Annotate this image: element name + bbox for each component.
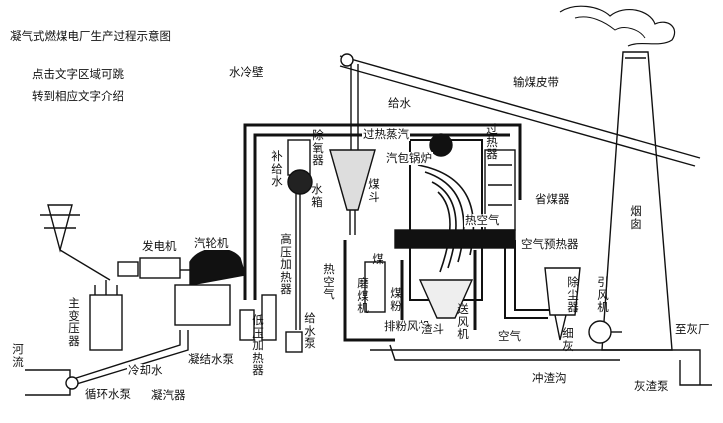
label-chimney[interactable]: 烟囱: [630, 204, 642, 231]
label-fine-ash[interactable]: 细灰: [562, 326, 574, 353]
label-water-wall[interactable]: 水冷壁: [228, 65, 265, 79]
coal-hopper-shape: [329, 149, 376, 235]
label-lp-heater[interactable]: 低压加热器: [252, 313, 264, 377]
turbine-shape: [117, 248, 246, 326]
feed-water-pipe: [243, 123, 522, 300]
label-water-tank[interactable]: 水箱: [311, 182, 323, 209]
ground: [370, 344, 712, 386]
label-slag-pump[interactable]: 灰渣泵: [633, 379, 670, 393]
label-makeup-water[interactable]: 补给水: [271, 149, 283, 188]
heater-tubes: [239, 294, 303, 353]
label-deaerator[interactable]: 除氧器: [312, 128, 324, 167]
economizer-column: [484, 149, 516, 231]
label-main-transformer[interactable]: 主变压器: [68, 296, 80, 348]
label-to-ash-plant[interactable]: 至灰厂: [674, 322, 711, 336]
label-cooling-water[interactable]: 冷却水: [127, 363, 164, 377]
label-blower[interactable]: 送风机: [457, 302, 469, 341]
label-generator[interactable]: 发电机: [141, 239, 178, 253]
label-river[interactable]: 河流: [12, 342, 24, 369]
label-circ-pump[interactable]: 循环水泵: [84, 387, 132, 401]
label-hot-air-left[interactable]: 热空气: [323, 262, 335, 301]
label-economizer[interactable]: 省煤器: [534, 192, 571, 206]
river-pipes: [25, 330, 189, 396]
mill-shape: [364, 261, 386, 313]
instruction-line-2: 转到相应文字介绍: [32, 89, 124, 103]
chimney-shape: [601, 51, 673, 351]
label-feed-pump[interactable]: 给水泵: [304, 311, 316, 350]
label-slag-hopper[interactable]: 渣斗: [420, 322, 445, 336]
label-coal-hopper[interactable]: 煤斗: [368, 177, 380, 204]
label-exhaust-fan-top[interactable]: 排粉风机: [383, 319, 431, 333]
coal-belt-shape: [339, 53, 701, 167]
label-drum-boiler[interactable]: 汽包锅炉: [385, 151, 433, 165]
label-air-preheater[interactable]: 空气预热器: [520, 237, 580, 251]
label-air[interactable]: 空气: [497, 329, 522, 343]
instruction-line-1: 点击文字区域可跳: [32, 67, 124, 81]
page-title: 凝气式燃煤电厂生产过程示意图: [10, 29, 171, 43]
label-superheated-steam[interactable]: 过热蒸汽: [362, 127, 410, 141]
label-hot-air-top[interactable]: 热空气: [464, 213, 501, 227]
air-preheater-bar: [394, 229, 516, 249]
label-turbine[interactable]: 汽轮机: [193, 236, 230, 250]
label-condenser[interactable]: 凝汽器: [150, 388, 187, 402]
label-feed-water[interactable]: 给水: [387, 96, 412, 110]
label-dust-collector[interactable]: 除尘器: [567, 275, 579, 314]
label-induced-fan[interactable]: 引风机: [597, 275, 609, 314]
label-coal-mill[interactable]: 磨煤机: [357, 276, 369, 315]
transformer-shape: [40, 204, 123, 351]
label-condensate-pump[interactable]: 凝结水泵: [187, 352, 235, 366]
air-pipes: [343, 240, 477, 342]
label-superheater[interactable]: 过热器: [486, 122, 498, 161]
label-coal[interactable]: 煤: [372, 252, 384, 266]
smoke: [559, 5, 676, 47]
label-slag-channel[interactable]: 冲渣沟: [531, 371, 568, 385]
label-hp-heater[interactable]: 高压加热器: [280, 232, 292, 296]
deaerator-shape: [287, 139, 313, 330]
flue-duct: [504, 240, 622, 344]
label-coal-belt[interactable]: 输煤皮带: [512, 75, 560, 89]
label-coal-powder[interactable]: 煤粉: [390, 286, 402, 313]
